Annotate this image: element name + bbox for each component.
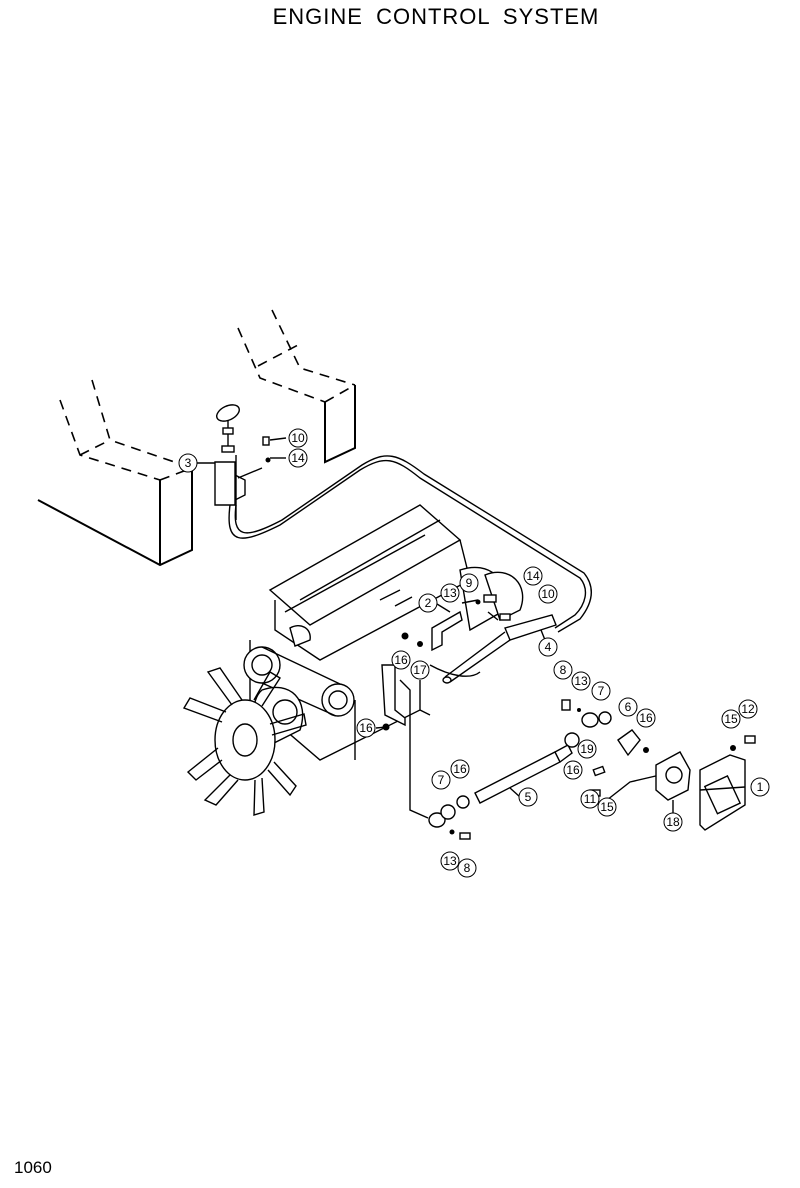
callout-8b: 8 — [457, 858, 477, 878]
svg-text:11: 11 — [584, 792, 597, 806]
callout-15a: 15 — [721, 709, 741, 729]
callout-5: 5 — [518, 787, 538, 807]
svg-text:13: 13 — [574, 674, 588, 688]
callout-12: 12 — [738, 699, 758, 719]
callout-16a: 16 — [391, 650, 411, 670]
callout-9: 9 — [459, 573, 479, 593]
callout-14b: 14 — [523, 566, 543, 586]
svg-text:16: 16 — [453, 762, 467, 776]
callout-14a: 14 — [288, 448, 308, 468]
control-cable — [228, 436, 592, 633]
svg-text:13: 13 — [443, 586, 457, 600]
svg-text:3: 3 — [185, 456, 192, 470]
callout-6: 6 — [618, 697, 638, 717]
callout-3: 3 — [178, 453, 198, 473]
callout-10b: 10 — [538, 584, 558, 604]
bracket-2 — [401, 594, 497, 652]
svg-text:10: 10 — [291, 431, 305, 445]
callout-7b: 7 — [431, 770, 451, 790]
callout-16e: 16 — [450, 759, 470, 779]
svg-text:6: 6 — [625, 700, 632, 714]
callout-7a: 7 — [591, 681, 611, 701]
page-number: 1060 — [14, 1158, 52, 1177]
lever-parts — [561, 699, 756, 831]
cab-frame-right — [237, 309, 356, 464]
svg-text:17: 17 — [413, 663, 427, 677]
svg-text:10: 10 — [541, 587, 555, 601]
svg-text:8: 8 — [560, 663, 567, 677]
svg-text:13: 13 — [443, 854, 457, 868]
engine — [243, 504, 524, 761]
callout-8a: 8 — [553, 660, 573, 680]
callout-13a: 13 — [440, 583, 460, 603]
svg-text:18: 18 — [666, 815, 680, 829]
callout-2: 2 — [418, 593, 438, 613]
svg-text:16: 16 — [639, 711, 653, 725]
svg-text:15: 15 — [724, 712, 738, 726]
callout-13c: 13 — [440, 851, 460, 871]
svg-text:8: 8 — [464, 861, 471, 875]
svg-text:19: 19 — [580, 742, 594, 756]
svg-text:16: 16 — [394, 653, 408, 667]
svg-text:14: 14 — [291, 451, 305, 465]
callout-16d: 16 — [563, 760, 583, 780]
engine-bracket — [381, 664, 429, 819]
svg-text:14: 14 — [526, 569, 540, 583]
callout-16b: 16 — [356, 718, 376, 738]
svg-text:16: 16 — [359, 721, 373, 735]
callout-1: 1 — [750, 777, 770, 797]
svg-text:2: 2 — [425, 596, 432, 610]
rod-5 — [428, 744, 573, 840]
callout-15b: 15 — [597, 797, 617, 817]
svg-text:7: 7 — [598, 684, 605, 698]
svg-text:9: 9 — [466, 576, 473, 590]
svg-text:15: 15 — [600, 800, 614, 814]
callout-19: 19 — [577, 739, 597, 759]
cooling-fan — [182, 667, 307, 816]
svg-text:4: 4 — [545, 640, 552, 654]
throttle-lever-assembly — [214, 404, 246, 520]
svg-text:12: 12 — [741, 702, 755, 716]
callout-4: 4 — [538, 637, 558, 657]
callout-10a: 10 — [288, 428, 308, 448]
callout-17: 17 — [410, 660, 430, 680]
callout-13b: 13 — [571, 671, 591, 691]
cable-end-fitting — [442, 611, 557, 684]
cab-frame-left — [37, 379, 193, 567]
svg-text:16: 16 — [566, 763, 580, 777]
callout-18: 18 — [663, 812, 683, 832]
svg-text:1: 1 — [757, 780, 764, 794]
callout-16c: 16 — [636, 708, 656, 728]
callout-11: 11 — [580, 789, 600, 809]
svg-text:5: 5 — [525, 790, 532, 804]
page-title: ENGINE CONTROL SYSTEM — [272, 4, 600, 29]
svg-text:7: 7 — [438, 773, 445, 787]
